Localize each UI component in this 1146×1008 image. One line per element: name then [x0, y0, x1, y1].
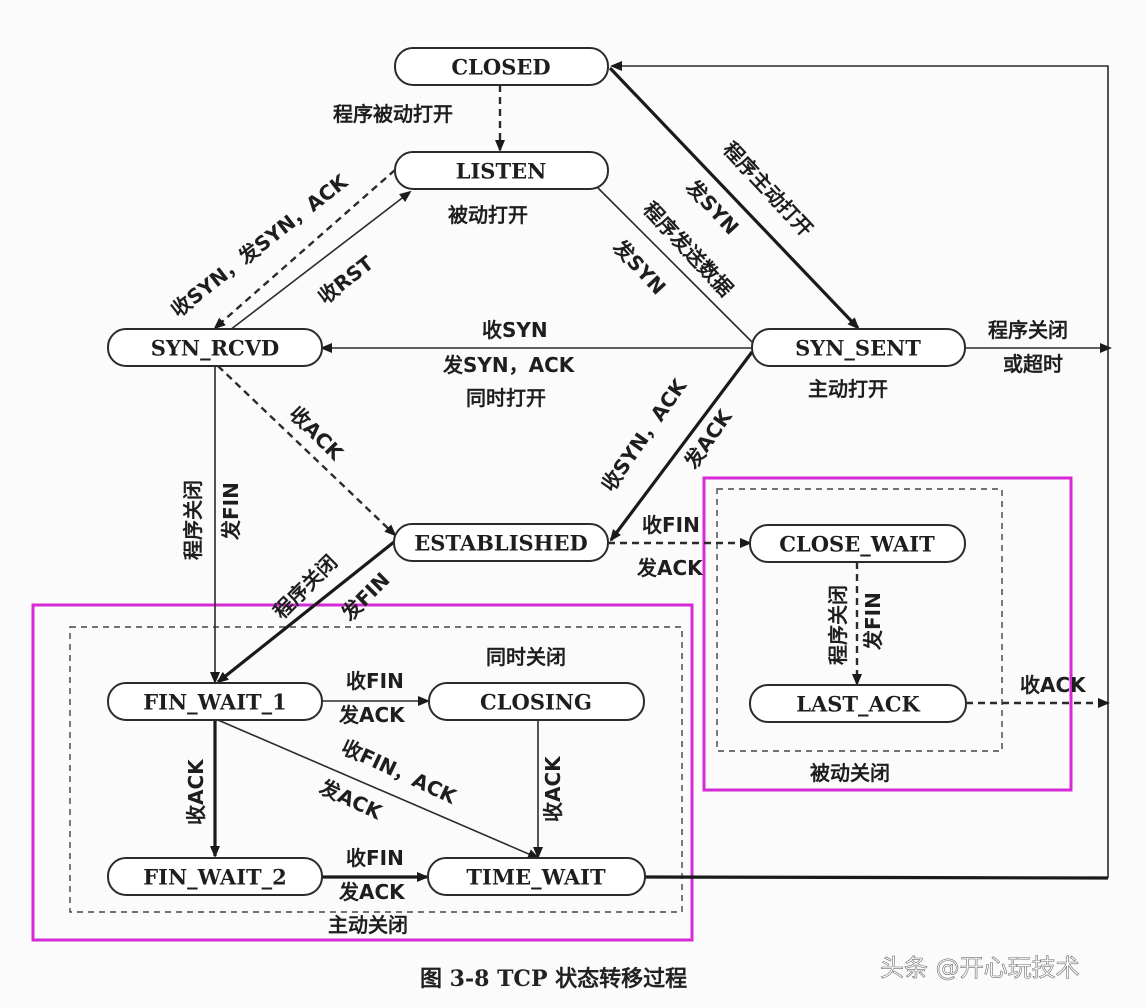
passive-close-dashed-group: [716, 488, 1003, 752]
state-syn-rcvd: SYN_RCVD: [107, 328, 323, 367]
label-recv-ack-closing: 收ACK: [541, 755, 565, 822]
arrow-listen-to-synrcvd: [213, 169, 396, 330]
label-active-open: 主动打开: [808, 377, 888, 401]
state-close-wait-label: CLOSE_WAIT: [779, 532, 935, 557]
label-recv-ack-fw1: 收ACK: [184, 758, 208, 825]
arrow-synrcvd-to-listen: [229, 190, 412, 331]
label-program-close-left-2: 发FIN: [219, 482, 243, 541]
state-listen: LISTEN: [394, 151, 609, 190]
label-program-close-cw-1: 程序关闭: [826, 585, 850, 665]
label-send-syn-mid: 发SYN: [608, 234, 671, 299]
label-recv-synack: 收SYN，ACK: [596, 373, 692, 496]
arrow-right-border-to-closed: [610, 61, 1109, 878]
arrow-finwait1-to-timewait: [217, 719, 540, 859]
state-closing-label: CLOSING: [480, 690, 592, 715]
label-recv-ack-est: 收ACK: [284, 402, 348, 466]
label-program-close-est-2: 发FIN: [336, 568, 395, 627]
passive-close-highlight: [702, 476, 1073, 792]
state-last-ack-label: LAST_ACK: [796, 692, 920, 717]
label-program-close-timeout-2: 或超时: [1003, 352, 1063, 376]
state-fin-wait-2-label: FIN_WAIT_2: [143, 865, 287, 890]
watermark: 头条 @开心玩技术: [880, 954, 1080, 982]
state-closed: CLOSED: [394, 47, 609, 86]
state-established: ESTABLISHED: [393, 523, 609, 562]
arrow-established-to-finwait1: [216, 540, 395, 684]
label-recv-fin-est: 收FIN: [642, 513, 700, 537]
arrow-synrcvd-to-established: [217, 365, 397, 537]
label-send-syn-top: 发SYN: [681, 174, 744, 239]
label-recv-syn: 收SYN: [482, 318, 548, 342]
arrow-closed-to-synsent: [608, 66, 860, 330]
state-fin-wait-2: FIN_WAIT_2: [107, 857, 323, 896]
figure-caption: 图 3-8 TCP 状态转移过程: [420, 966, 687, 992]
label-active-close: 主动关闭: [328, 913, 408, 937]
label-program-close-cw-2: 发FIN: [861, 592, 885, 651]
arrow-timewait-to-right: [644, 875, 1109, 880]
label-send-ack-fw2: 发ACK: [338, 880, 406, 904]
state-listen-label: LISTEN: [456, 159, 547, 184]
state-syn-rcvd-label: SYN_RCVD: [151, 336, 280, 361]
label-passive-open: 被动打开: [448, 203, 528, 227]
state-fin-wait-1: FIN_WAIT_1: [107, 682, 323, 721]
label-send-ack-fw1: 发ACK: [338, 703, 406, 727]
active-close-dashed-group: [69, 626, 683, 913]
state-syn-sent-label: SYN_SENT: [795, 336, 921, 361]
label-program-close-left-1: 程序关闭: [181, 480, 205, 560]
state-last-ack: LAST_ACK: [749, 684, 967, 723]
state-fin-wait-1-label: FIN_WAIT_1: [143, 690, 287, 715]
arrow-synsent-to-established: [609, 351, 754, 542]
label-send-ack-diag: 发ACK: [315, 774, 387, 825]
label-send-synack: 发SYN，ACK: [442, 353, 576, 377]
state-closing: CLOSING: [428, 682, 645, 721]
state-time-wait: TIME_WAIT: [427, 857, 646, 896]
arrow-listen-to-synsent: [597, 187, 753, 343]
state-close-wait: CLOSE_WAIT: [749, 524, 966, 563]
state-closed-label: CLOSED: [451, 55, 550, 80]
state-syn-sent: SYN_SENT: [751, 328, 966, 367]
active-close-highlight: [31, 603, 694, 942]
label-send-ack-est2: 发ACK: [636, 556, 704, 580]
label-recv-fin-fw2: 收FIN: [346, 846, 404, 870]
label-passive-open-program: 程序被动打开: [333, 102, 453, 126]
label-program-close-timeout-1: 程序关闭: [988, 318, 1068, 342]
label-simultaneous-close: 同时关闭: [486, 645, 566, 669]
label-recv-ack-lastack: 收ACK: [1020, 673, 1087, 697]
state-established-label: ESTABLISHED: [414, 531, 588, 556]
state-time-wait-label: TIME_WAIT: [466, 865, 606, 890]
label-recv-fin-fw1: 收FIN: [346, 669, 404, 693]
label-simultaneous-open: 同时打开: [466, 386, 546, 410]
label-passive-close: 被动关闭: [810, 761, 890, 785]
